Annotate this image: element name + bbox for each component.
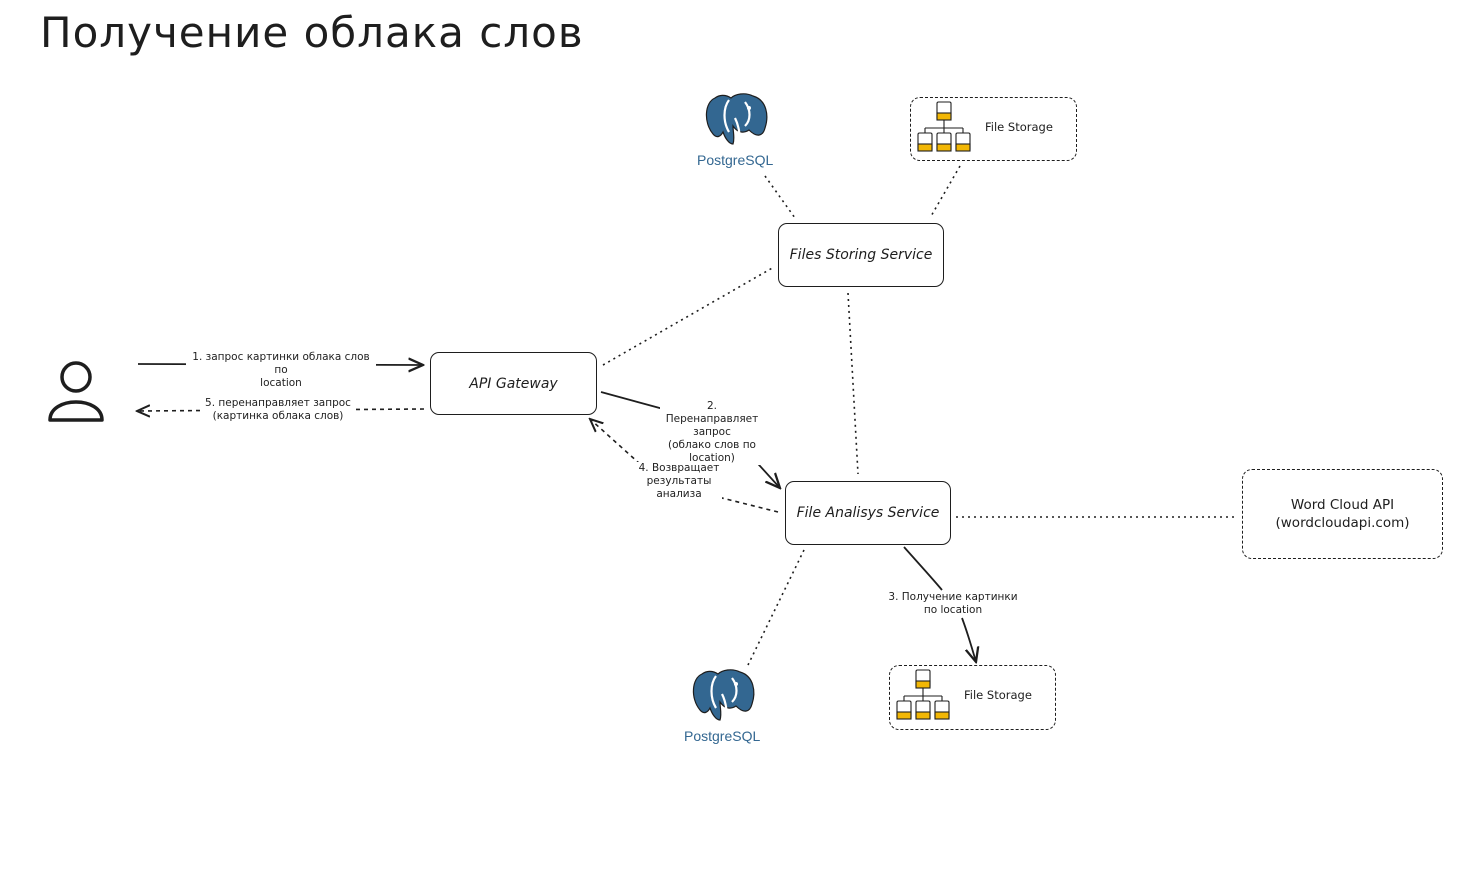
file-analysis-service-node[interactable]: File Analisys Service xyxy=(785,481,951,545)
arrow-step4 xyxy=(590,419,779,513)
files-storing-service-node[interactable]: Files Storing Service xyxy=(778,223,944,287)
api-gateway-node[interactable]: API Gateway xyxy=(430,352,597,415)
edge-label-step1: 1. запрос картинки облака слов по locati… xyxy=(186,351,376,390)
postgresql-elephant-icon xyxy=(705,92,768,150)
file-analysis-service-label: File Analisys Service xyxy=(796,505,940,521)
word-cloud-api-node[interactable]: Word Cloud API (wordcloudapi.com) xyxy=(1242,469,1443,559)
files-storing-service-label: Files Storing Service xyxy=(789,247,933,263)
edge-storage-top-files xyxy=(929,165,961,219)
postgresql-elephant-icon xyxy=(692,668,755,726)
word-cloud-api-label: Word Cloud API xyxy=(1290,497,1395,513)
edge-postgres-top-files xyxy=(764,175,796,219)
user-icon xyxy=(48,361,104,422)
word-cloud-api-url: (wordcloudapi.com) xyxy=(1275,515,1410,531)
api-gateway-label: API Gateway xyxy=(469,375,558,392)
edge-label-step2: 2. Перенаправляет запрос (облако слов по… xyxy=(660,400,764,465)
file-storage-top-container[interactable] xyxy=(910,97,1077,161)
edge-label-step3: 3. Получение картинки по location xyxy=(888,591,1018,617)
edge-analysis-postgres-bottom xyxy=(747,549,805,666)
file-storage-bottom-container[interactable] xyxy=(889,665,1056,730)
file-storage-bottom-label: File Storage xyxy=(964,688,1032,702)
file-storage-top-label: File Storage xyxy=(985,120,1053,134)
postgresql-bottom-label: PostgreSQL xyxy=(684,728,761,744)
page-title: Получение облака слов xyxy=(40,8,584,57)
edge-label-step5: 5. перенаправляет запрос (картинка облак… xyxy=(204,397,352,423)
postgresql-top-label: PostgreSQL xyxy=(697,152,774,168)
dotted-connections xyxy=(602,165,1238,666)
edge-files-analysis xyxy=(847,292,859,475)
edge-label-step4: 4. Возвращает результаты анализа xyxy=(636,462,722,501)
arrow-step3 xyxy=(903,546,976,662)
edge-gateway-files xyxy=(602,266,775,366)
